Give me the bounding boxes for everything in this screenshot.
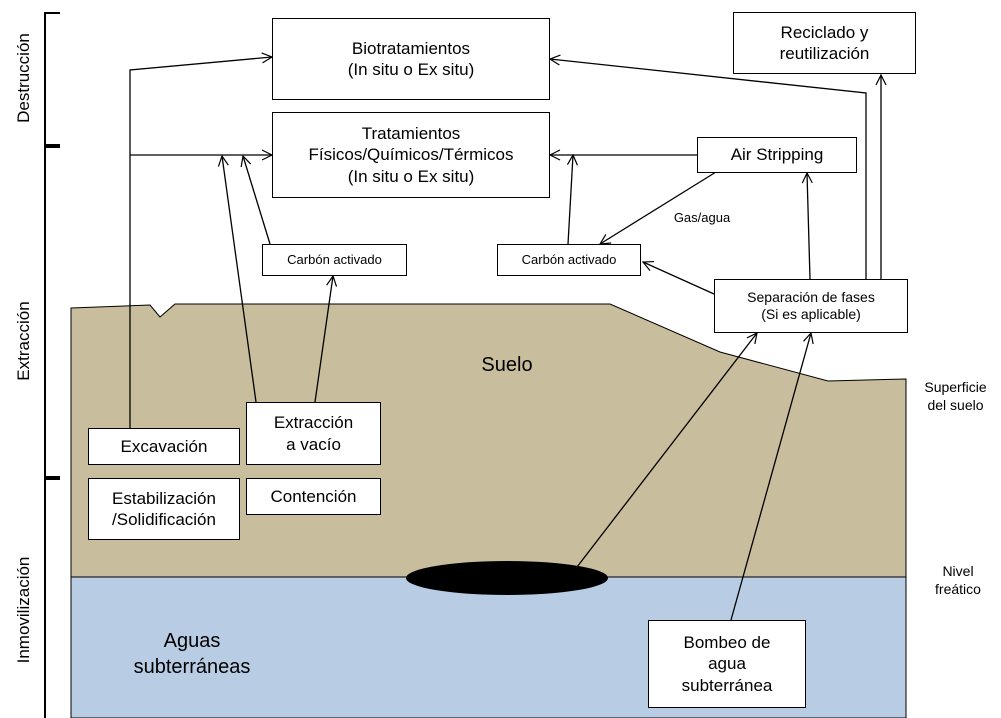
bracket-extraccion [44,146,60,478]
arrow-carbon-right-to-trat [568,155,573,245]
arrow-bombeo-to-sep [730,333,811,621]
contaminant-plume [406,561,608,595]
side-label-inmovilizacion: Inmovilización [14,556,33,664]
arrow-vacio-to-carbon [314,276,333,403]
label-superficie-suelo: Superficie del suelo [924,379,987,414]
side-label-extraccion: Extracción [14,301,33,381]
box-estabilizacion: Estabilización /Solidificación [88,478,240,540]
arrow-carbon-left-to-trat [243,156,271,245]
box-reciclado: Reciclado y reutilización [733,12,916,74]
box-carbon-activado-left: Carbón activado [262,244,407,276]
box-carbon-activado-right: Carbón activado [497,244,641,276]
bracket-inmovilizacion [44,478,60,718]
box-contencion: Contención [246,478,381,515]
box-separacion-fases: Separación de fases (Si es aplicable) [714,279,908,333]
arrow-sep-to-air [807,173,810,280]
label-gas-agua: Gas/agua [673,210,731,225]
box-extraccion-vacio: Extracción a vacío [246,402,381,465]
box-biotratamientos: Biotratamientos (In situ o Ex situ) [272,18,550,100]
box-tratamientos: Tratamientos Físicos/Químicos/Térmicos (… [272,112,550,198]
arrow-sep-to-bio [550,59,867,279]
box-excavacion: Excavación [88,428,240,465]
label-nivel-freatico: Nivel freático [935,563,981,598]
bracket-destruccion [44,12,60,146]
label-suelo: Suelo [481,354,533,376]
arrow-sep-to-carbon [643,262,715,295]
arrow-excavacion-to-bio [129,57,272,428]
arrow-plume-to-sep [576,333,757,568]
arrow-air-to-carbon [600,171,717,244]
box-bombeo: Bombeo de agua subterránea [648,620,806,708]
side-label-destruccion: Destrucción [14,33,33,123]
label-aguas-subterraneas: Aguas subterráneas [133,630,251,678]
box-air-stripping: Air Stripping [697,137,857,173]
arrow-vacio-to-trat [222,156,257,403]
